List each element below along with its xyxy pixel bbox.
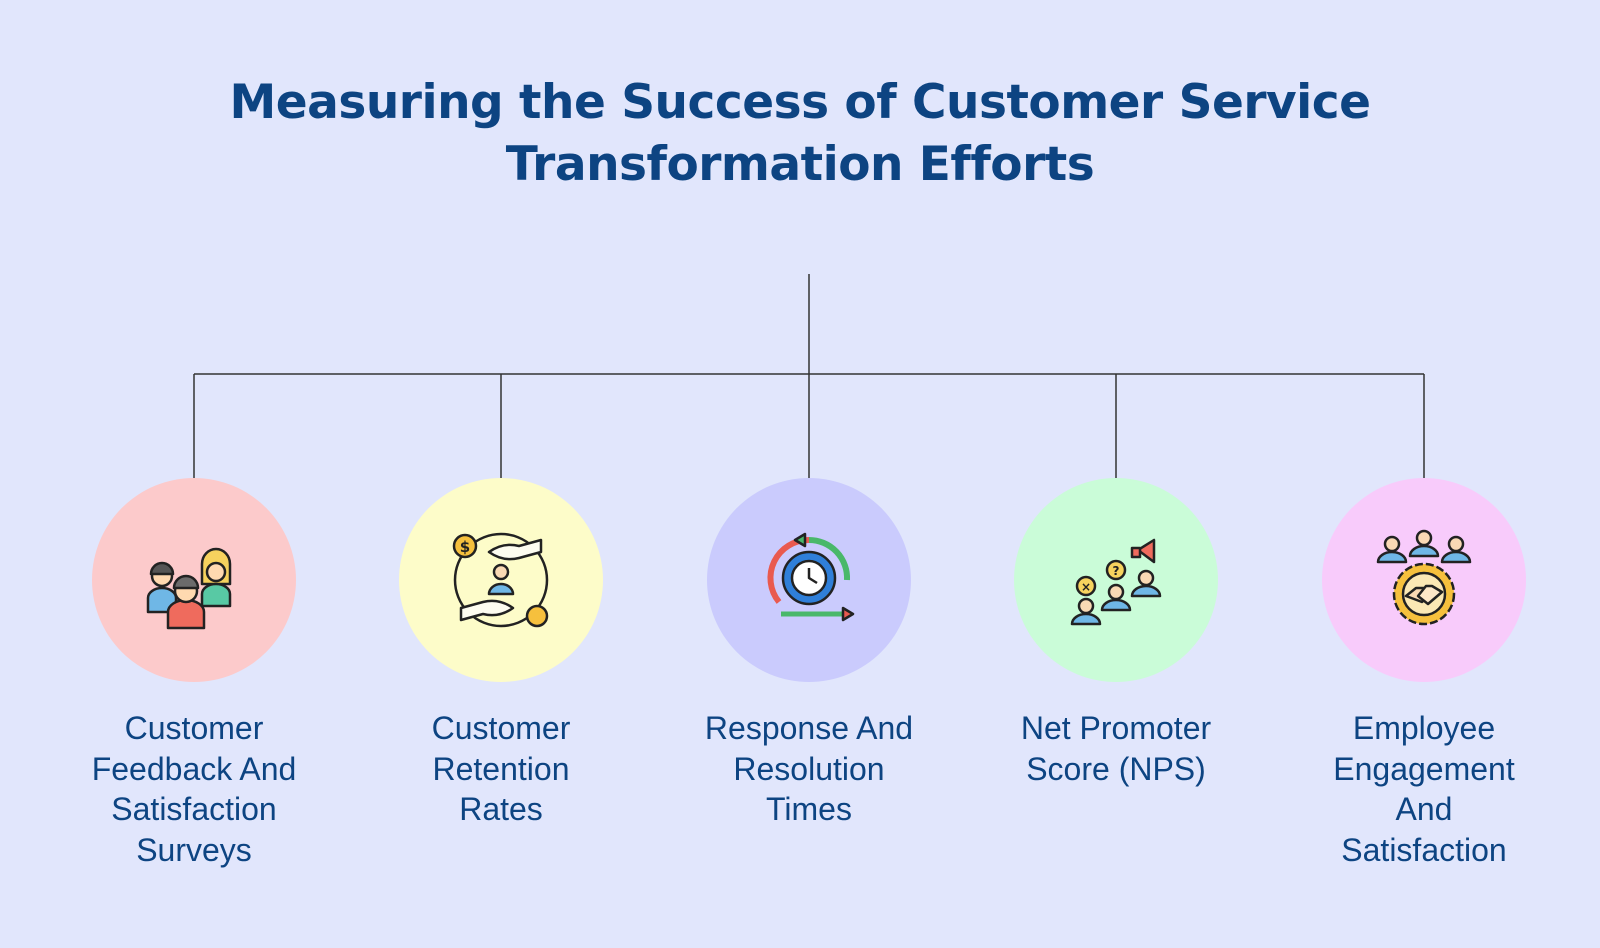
node-label: Net Promoter Score (NPS) <box>1020 710 1212 787</box>
promoter-score-icon: × ? <box>1070 538 1162 626</box>
svg-text:×: × <box>1081 580 1091 594</box>
node-label: Response And Resolution Times <box>704 710 914 827</box>
node-label: Customer Retention Rates <box>431 710 571 827</box>
clock-gear-cycle-icon <box>767 532 855 622</box>
customer-group-icon <box>146 547 232 630</box>
node-circle: × ? <box>1014 478 1218 682</box>
node-label: Employee Engagement And Satisfaction <box>1333 710 1515 868</box>
node-circle <box>1322 478 1526 682</box>
customer-retention-icon: $ <box>452 532 549 628</box>
node-customer-retention: $ Customer Retention Rates <box>371 478 631 830</box>
node-employee-engagement: Employee Engagement And Satisfaction <box>1294 478 1554 870</box>
node-net-promoter: × ? Net Promoter Score (NPS) <box>986 478 1246 789</box>
node-circle: $ <box>399 478 603 682</box>
node-customer-feedback: Customer Feedback And Satisfaction Surve… <box>64 478 324 870</box>
node-circle <box>707 478 911 682</box>
node-circle <box>92 478 296 682</box>
svg-text:$: $ <box>460 538 470 556</box>
node-label: Customer Feedback And Satisfaction Surve… <box>91 710 297 868</box>
title-line-2: Transformation Efforts <box>505 137 1095 192</box>
svg-text:?: ? <box>1113 564 1120 578</box>
page-title: Measuring the Success of Customer Servic… <box>0 72 1600 196</box>
node-response-resolution: Response And Resolution Times <box>679 478 939 830</box>
title-line-1: Measuring the Success of Customer Servic… <box>229 75 1371 130</box>
team-handshake-gear-icon <box>1376 529 1472 626</box>
